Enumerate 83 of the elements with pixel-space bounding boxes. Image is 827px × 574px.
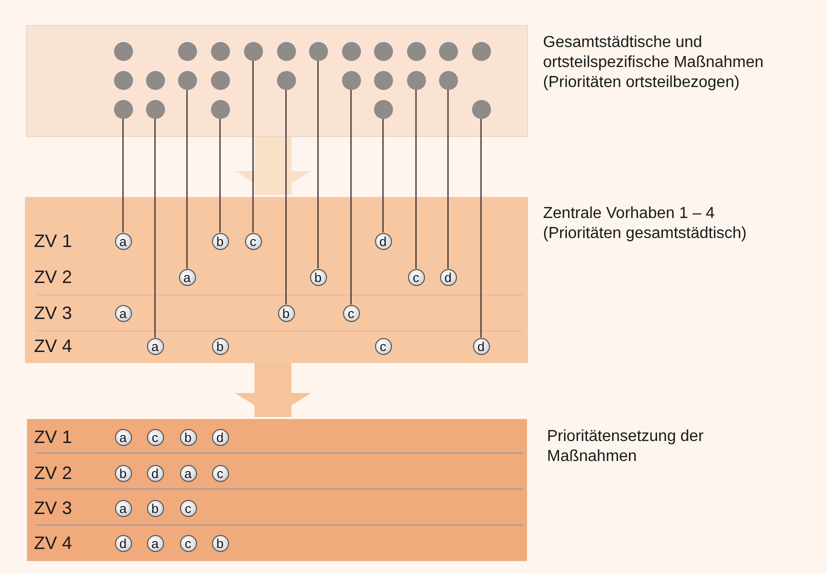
letter-marker: b [278,304,294,322]
letter-marker: b [212,534,228,552]
side-note: Gesamtstädtische und ortsteilspezifische Maßnahmen (Prioritäten ortsteilbezogen) [543,33,765,93]
letter-marker: d [440,268,456,286]
dot-marker [178,70,196,90]
connector-line [122,118,124,232]
letter-marker: a [180,464,196,482]
letter-marker: c [212,464,228,482]
dot-marker [114,100,132,118]
connector-line [480,118,482,338]
block-arrow [235,363,311,417]
dot-marker [406,42,426,60]
dot-marker [342,42,360,60]
dot-marker [308,42,328,60]
letter-marker: b [310,268,326,286]
letter-marker: c [342,304,360,322]
letter-marker: b [212,338,228,354]
row-label: ZV 1 [34,426,72,448]
letter-marker: d [114,534,132,552]
letter-marker: d [374,232,392,250]
letter-marker: c [244,232,262,250]
connector-line [219,118,221,232]
dot-marker [438,42,458,60]
letter-marker: a [114,500,132,516]
letter-marker: a [114,304,132,322]
block-arrow [235,137,311,195]
dot-marker [276,42,296,60]
row-label: ZV 4 [34,532,72,554]
connector-line [350,90,352,304]
letter-marker: a [146,338,164,354]
row-label: ZV 4 [34,335,72,357]
dot-marker [276,70,296,90]
letter-marker: a [114,428,132,446]
dot-marker [406,70,426,90]
connector-line [186,90,188,268]
letter-marker: c [180,500,196,516]
stage-panel [25,197,528,363]
dot-marker [114,70,132,90]
connector-line [415,90,417,268]
letter-marker: b [114,464,132,482]
dot-marker [472,42,490,60]
connector-line [317,60,319,268]
row-label: ZV 3 [34,497,72,519]
row-label: ZV 3 [34,302,72,324]
row-label: ZV 2 [34,266,72,288]
letter-marker: a [178,268,196,286]
connector-line [447,90,449,268]
letter-marker: b [212,232,228,250]
dot-marker [472,100,490,118]
dot-marker [438,70,458,90]
dot-marker [374,70,392,90]
dot-marker [210,42,230,60]
dot-marker [342,70,360,90]
letter-marker: d [146,464,164,482]
side-note: Prioritätensetzung der Maßnahmen [547,427,705,467]
letter-marker: a [114,232,132,250]
letter-marker: c [146,428,164,446]
dot-marker [114,42,132,60]
letter-marker: d [212,428,228,446]
dot-marker [374,42,392,60]
stage-panel [27,419,527,561]
letter-marker: b [180,428,196,446]
side-note: Zentrale Vorhaben 1 – 4 (Prioritäten gesamtstädtisch) [543,204,748,244]
dot-marker [146,100,164,118]
dot-marker [146,70,164,90]
stage-panel [26,25,528,137]
connector-line [285,90,287,304]
connector-line [382,118,384,232]
dot-marker [178,42,196,60]
letter-marker: a [146,534,164,552]
dot-marker [210,70,230,90]
dot-marker [210,100,230,118]
connector-line [252,60,254,232]
letter-marker: c [374,338,392,354]
letter-marker: b [146,500,164,516]
dot-marker [244,42,262,60]
letter-marker: c [408,268,424,286]
connector-line [154,118,156,338]
row-label: ZV 2 [34,462,72,484]
letter-marker: c [180,534,196,552]
dot-marker [374,100,392,118]
letter-marker: d [472,338,490,354]
row-label: ZV 1 [34,230,72,252]
